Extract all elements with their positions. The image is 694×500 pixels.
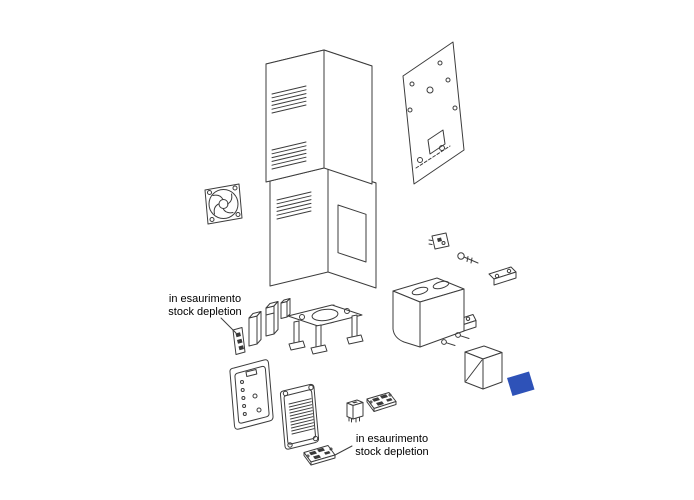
vent-cover-panel	[279, 383, 320, 450]
bracket-small-b	[265, 301, 279, 337]
cabinet-lower-housing	[269, 166, 377, 289]
back-mounting-plate	[402, 41, 465, 185]
small-square-component	[428, 232, 450, 250]
leader-line-bottom	[334, 445, 353, 456]
bracket-small-c	[280, 298, 291, 319]
stock-note-top-line2: stock depletion	[168, 306, 241, 318]
upper-housing-vent-grille-top	[271, 85, 307, 114]
mounting-base-plate	[287, 304, 364, 355]
stock-note-top-line1: in esaurimento	[169, 293, 241, 305]
lower-housing-vent-grille	[276, 191, 312, 220]
screw-fastener	[457, 252, 479, 264]
upper-housing-vent-grille-bottom	[271, 141, 307, 170]
cabinet-upper-housing	[265, 49, 373, 185]
stock-note-bottom: in esaurimento stock depletion	[355, 433, 428, 458]
blue-plate	[507, 371, 535, 396]
stock-note-top: in esaurimento stock depletion	[168, 293, 241, 318]
motor-gear-assembly	[392, 277, 477, 348]
bottom-pcb	[303, 445, 336, 466]
bracket-small-a	[248, 311, 262, 347]
cooling-fan	[204, 183, 243, 225]
cube-box	[464, 345, 503, 390]
plate-cutout	[427, 129, 446, 155]
lower-housing-inset-panel	[337, 204, 367, 263]
terminal-strip-pcb	[232, 327, 246, 355]
control-pcb	[366, 392, 397, 412]
stock-note-bottom-line1: in esaurimento	[356, 433, 428, 445]
leader-line-top	[220, 317, 237, 334]
flat-bracket	[488, 266, 517, 286]
relay-block	[346, 399, 364, 423]
stock-note-bottom-line2: stock depletion	[355, 446, 428, 458]
door-panel	[229, 359, 274, 430]
assembly-screws	[441, 332, 470, 346]
cover-grille-texture	[288, 398, 315, 435]
